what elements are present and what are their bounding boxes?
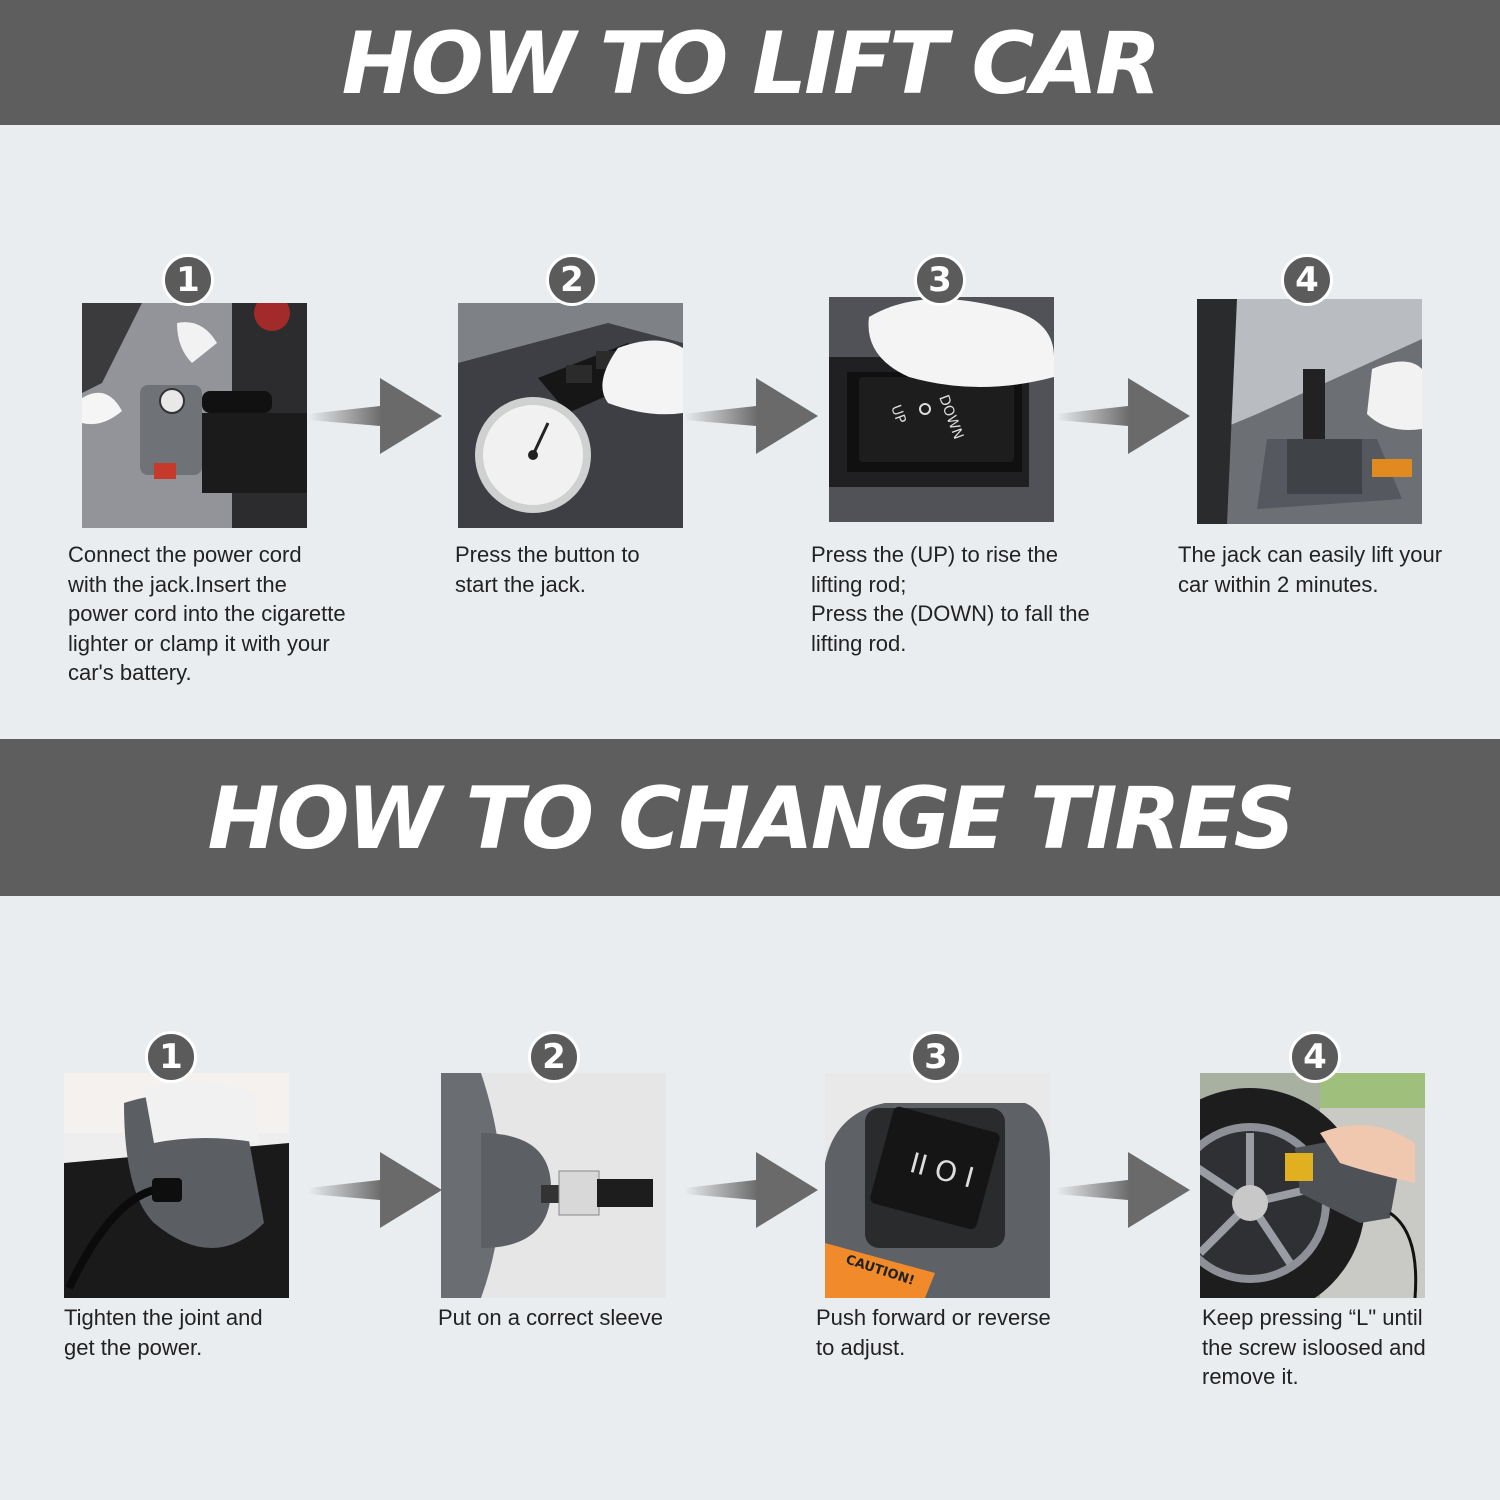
right-arrow-icon — [308, 378, 442, 454]
tire-step-2-photo — [441, 1073, 666, 1298]
tire-step-3-caption: Push forward or reverse to adjust. — [816, 1305, 1051, 1360]
lift-step-3-caption: Press the (UP) to rise the lifting rod; … — [811, 542, 1090, 656]
lift-step-3-photo: UP DOWN — [829, 297, 1054, 522]
lift-step-4-photo — [1197, 299, 1422, 524]
step-number-badge: 1 — [162, 254, 214, 306]
lift-step-1-caption: Connect the power cord with the jack.Ins… — [68, 542, 346, 685]
tire-step-3-photo: II O I CAUTION! — [825, 1073, 1050, 1298]
step-number-badge: 2 — [546, 254, 598, 306]
lift-step-4-caption: The jack can easily lift your car within… — [1178, 542, 1443, 597]
step-number-badge: 4 — [1289, 1031, 1341, 1083]
tire-step-1-caption: Tighten the joint and get the power. — [64, 1305, 263, 1360]
right-arrow-icon — [684, 378, 818, 454]
lift-car-title: HOW TO LIFT CAR — [341, 14, 1162, 114]
step-number-badge: 4 — [1281, 254, 1333, 306]
change-tires-banner: HOW TO CHANGE TIRES — [0, 739, 1500, 896]
right-arrow-icon — [1056, 378, 1190, 454]
right-arrow-icon — [308, 1152, 442, 1228]
step-number-badge: 3 — [910, 1031, 962, 1083]
lift-car-banner: HOW TO LIFT CAR — [0, 0, 1500, 125]
step-number-badge: 2 — [528, 1031, 580, 1083]
tire-step-4-caption: Keep pressing “L" until the screw isloos… — [1202, 1305, 1426, 1389]
tire-step-4-photo — [1200, 1073, 1425, 1298]
tire-step-2-caption: Put on a correct sleeve — [438, 1305, 664, 1330]
step-number-badge: 3 — [914, 254, 966, 306]
lift-step-2-photo — [458, 303, 683, 528]
tire-step-1-photo — [64, 1073, 289, 1298]
lift-step-2-caption: Press the button to start the jack. — [455, 542, 640, 597]
change-tires-title: HOW TO CHANGE TIRES — [207, 769, 1295, 869]
step-number-badge: 1 — [145, 1031, 197, 1083]
lift-step-1-photo — [82, 303, 307, 528]
right-arrow-icon — [1056, 1152, 1190, 1228]
right-arrow-icon — [684, 1152, 818, 1228]
switch-up-label: UP — [887, 403, 908, 426]
